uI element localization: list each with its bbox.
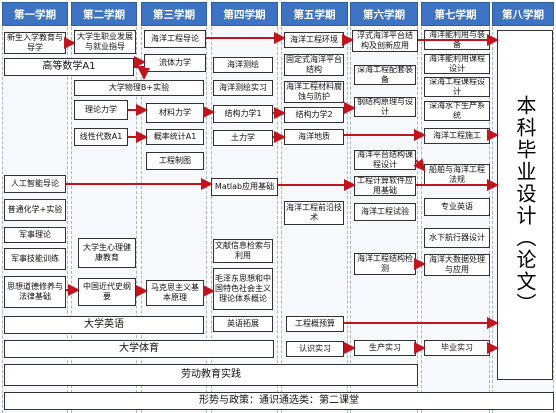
- semester-header-3: 第三学期: [141, 2, 207, 26]
- semester-header-1: 第一学期: [2, 2, 68, 26]
- course-new-student: 新生入学教育与导学: [4, 32, 66, 54]
- course-frontier-tech: 海洋工程前沿技术: [284, 201, 344, 225]
- semester-header-2: 第二学期: [71, 2, 137, 26]
- course-struct-mech-1: 结构力学1: [213, 105, 273, 123]
- semester-header-7: 第七学期: [421, 2, 490, 26]
- course-career-dev: 大学生职业发展与就业指导: [74, 30, 136, 54]
- course-cognitive-practice: 认识实习: [286, 341, 344, 357]
- course-eng-drawing: 工程制图: [146, 152, 204, 170]
- course-deep-sea-equip: 深海工程配套装备: [354, 65, 416, 85]
- course-construction: 海洋工程施工: [424, 128, 490, 144]
- course-general-chem: 普通化学+实验: [4, 199, 66, 221]
- course-college-english: 大学英语: [4, 316, 204, 334]
- course-advanced-math: 高等数学A1: [4, 58, 134, 76]
- semester-header-6: 第六学期: [350, 2, 418, 26]
- course-steel-struct: 钢结构原理与设计: [354, 97, 416, 117]
- course-marxism: 马克思主义基本原理: [146, 280, 204, 306]
- course-politics-general: 形势与政策：通识通选类：第二课堂: [4, 392, 554, 410]
- course-ocean-energy: 海洋能利用与装备: [424, 30, 490, 50]
- course-military-skills: 军事技能训练: [4, 248, 66, 270]
- course-theoretical-mech: 理论力学: [74, 100, 128, 120]
- semester-header-8: 第八学期: [492, 2, 554, 26]
- course-struct-mech-2: 结构力学2: [284, 107, 344, 123]
- course-mao-theory: 毛泽东思想和中国特色社会主义理论体系概论: [213, 268, 273, 310]
- thesis-box: 本科毕业设计（论文）: [497, 30, 553, 380]
- course-pe: 大学体育: [4, 340, 274, 358]
- semester-header-4: 第四学期: [211, 2, 278, 26]
- course-underwater-system: 深海水下生产系统: [424, 101, 490, 121]
- course-ai-intro: 人工智能导论: [4, 175, 66, 193]
- course-fixed-platform: 固定式海洋平台结构: [284, 54, 344, 76]
- course-budget: 工程概预算: [286, 316, 344, 332]
- course-ocean-eng-test: 海洋工程试验: [354, 203, 416, 221]
- course-big-data: 海洋大数据处理与应用: [424, 254, 490, 276]
- course-platform-design: 海洋平台结构课程设计: [354, 150, 416, 170]
- course-physics: 大学物理B+实验: [74, 80, 204, 96]
- course-soil-mech: 土力学: [213, 130, 273, 146]
- course-moral-law: 思想道德修养与法律基础: [4, 276, 66, 308]
- course-ship-regs: 船舶与海洋工程法规: [424, 164, 490, 186]
- course-floating-platform: 浮式海洋平台结构及创新应用: [352, 30, 418, 52]
- course-deep-sea-design: 深海工程课程设计: [424, 77, 490, 97]
- course-psych-health: 大学生心理健康教育: [78, 238, 136, 268]
- course-comp-software: 工程计算软件应用基础: [354, 176, 416, 196]
- course-graduation-practice: 毕业实习: [424, 340, 490, 356]
- course-ocean-survey-practice: 海洋测绘实习: [213, 80, 273, 96]
- course-ocean-env: 海洋工程环境: [284, 32, 344, 48]
- course-ocean-survey: 海洋测绘: [213, 57, 273, 73]
- course-fluid-mech: 流体力学: [144, 54, 206, 72]
- course-linear-algebra: 线性代数A1: [74, 128, 128, 146]
- course-energy-design: 海洋能利用课程设计: [424, 54, 490, 74]
- thesis-label: 本科毕业设计（论文）: [513, 95, 537, 315]
- course-corrosion: 海洋工程材料腐蚀与防护: [284, 81, 344, 103]
- course-english-ext: 英语拓展: [213, 316, 273, 332]
- course-labor-practice: 劳动教育实践: [4, 364, 418, 386]
- course-struct-detection: 海洋工程结构检测: [354, 253, 416, 275]
- course-prob-stat: 概率统计A1: [146, 129, 204, 145]
- course-pro-english: 专业英语: [424, 198, 490, 216]
- course-modern-history: 中国近代史纲要: [78, 278, 136, 306]
- course-production-practice: 生产实习: [354, 340, 416, 356]
- course-ocean-eng-intro: 海洋工程导论: [144, 30, 206, 48]
- course-military-theory: 军事理论: [4, 227, 66, 243]
- course-material-mech: 材料力学: [146, 103, 204, 123]
- course-ocean-geology: 海洋地质: [284, 129, 344, 145]
- course-matlab: Matlab应用基础: [211, 178, 278, 196]
- semester-header-5: 第五学期: [281, 2, 348, 26]
- course-underwater-robot: 水下航行器设计: [424, 228, 490, 248]
- course-literature: 文献信息检索与利用: [213, 239, 273, 263]
